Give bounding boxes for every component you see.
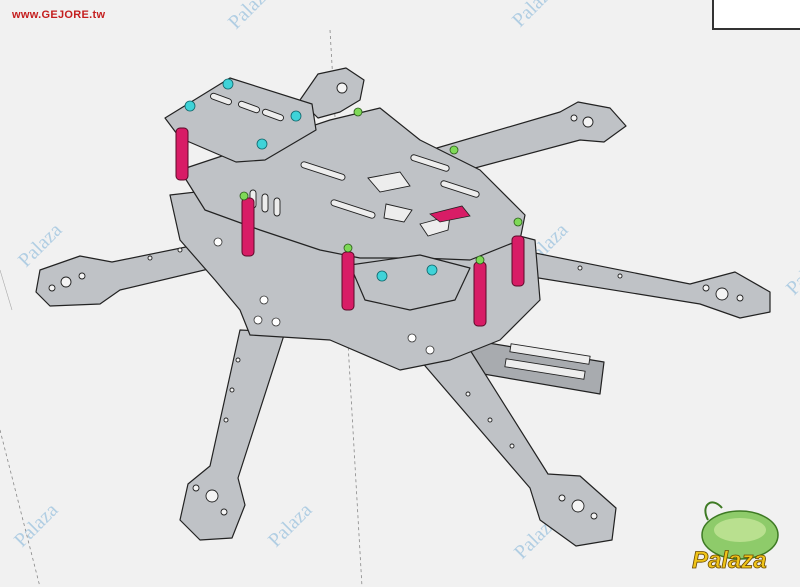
standoff [241, 197, 255, 257]
screw-green [449, 145, 459, 155]
standoffs [175, 127, 525, 327]
screw-white [213, 237, 223, 247]
motor-mount-holes [48, 82, 744, 520]
motor-hole [570, 114, 578, 122]
guide-line [0, 429, 41, 587]
screw-white [253, 315, 263, 325]
screw-white [259, 295, 269, 305]
motor-hole [336, 82, 348, 94]
motor-hole [78, 272, 86, 280]
logo-globe-highlight [714, 518, 766, 542]
screw-white [271, 317, 281, 327]
arm-front-left [179, 329, 286, 541]
cutout-slot [262, 108, 284, 122]
standoff-through-window [429, 205, 471, 223]
arm-hole [617, 273, 623, 279]
screw-cyan [256, 138, 268, 150]
tail-slot [504, 358, 586, 380]
arm-hole [577, 265, 583, 271]
logo-text: Palaza [692, 547, 767, 574]
standoff [511, 235, 525, 287]
site-url-text: www.GEJORE.tw [12, 9, 106, 21]
motor-hole [60, 276, 72, 288]
screw-white [407, 333, 417, 343]
motor-hole [48, 284, 56, 292]
arm-hole [465, 391, 471, 397]
arm-hole [223, 417, 229, 423]
tail-slot [509, 343, 591, 365]
screw-green [239, 191, 249, 201]
cutout-slot [261, 193, 269, 213]
cutout-slot [440, 180, 480, 198]
motor-hole [590, 512, 598, 520]
motor-hole [582, 116, 594, 128]
arm-hole [147, 255, 153, 261]
arm-front-right [419, 349, 617, 547]
watermark-text: Palaza [782, 247, 800, 300]
guide-line [0, 269, 13, 311]
arm-hole [229, 387, 235, 393]
watermark-text: Palaza [508, 0, 561, 32]
cutout-slot [410, 154, 450, 172]
cutout-slot [330, 199, 376, 219]
arm-hole [487, 417, 493, 423]
screw-cyan [376, 270, 388, 282]
watermark-text: Palaza [10, 499, 63, 552]
standoff [175, 127, 189, 181]
motor-hole [558, 494, 566, 502]
arm-right [519, 249, 771, 319]
screw-green [353, 107, 363, 117]
cutout-slot [210, 92, 232, 106]
motor-hole [736, 294, 744, 302]
screw-green [513, 217, 523, 227]
standoff [341, 251, 355, 311]
motor-hole [702, 284, 710, 292]
watermark-text: Palaza [224, 0, 277, 34]
standoff [473, 261, 487, 327]
corner-panel-frame [712, 0, 800, 30]
arm-hole [235, 357, 241, 363]
arm-hole [509, 443, 515, 449]
screws [184, 78, 523, 355]
camera-deck-plate [349, 254, 471, 311]
cutout-window [383, 203, 413, 223]
motor-hole [192, 484, 200, 492]
screw-cyan [222, 78, 234, 90]
screw-cyan [184, 100, 196, 112]
motor-hole [715, 287, 729, 301]
cutout-slot [273, 197, 281, 217]
screw-green [343, 243, 353, 253]
logo-tail [704, 501, 723, 521]
motor-hole [571, 499, 585, 513]
motor-hole [205, 489, 219, 503]
screw-cyan [290, 110, 302, 122]
plate-cutouts [210, 92, 480, 237]
top-deck-plate [164, 77, 317, 163]
arm-top-rear [299, 67, 365, 119]
palaza-logo: Palaza [692, 501, 779, 574]
watermark-text: Palaza [264, 499, 317, 552]
cutout-window [367, 171, 411, 193]
motor-hole [220, 508, 228, 516]
screw-white [425, 345, 435, 355]
screw-green [475, 255, 485, 265]
arm-hole [177, 247, 183, 253]
cutout-slot [238, 100, 260, 114]
cutout-slot [300, 161, 346, 181]
screw-cyan [426, 264, 438, 276]
